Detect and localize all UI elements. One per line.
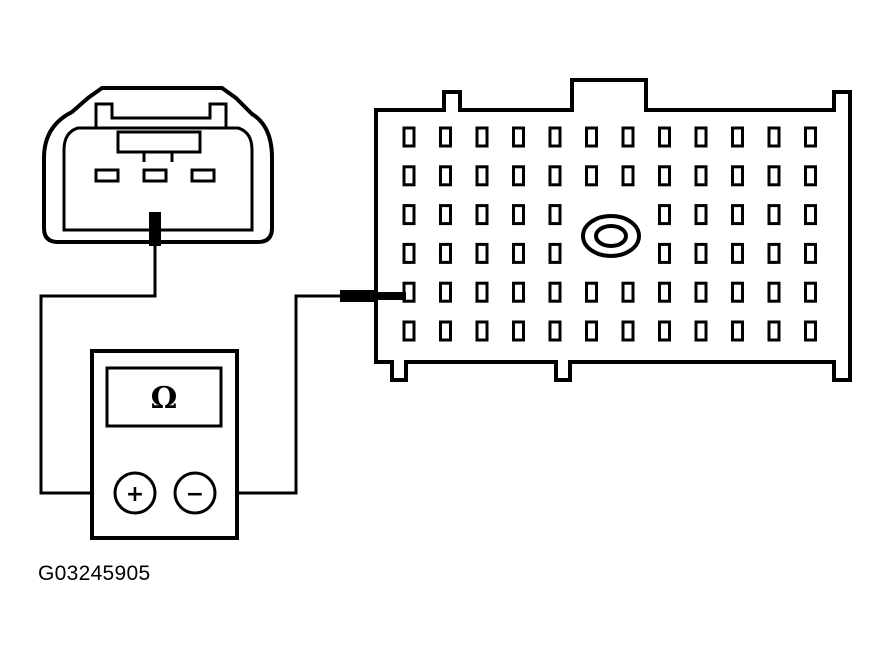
sensor-connector-latch-tab <box>116 130 202 154</box>
module-pin-cavity <box>731 242 744 264</box>
module-pin-cavity <box>439 281 452 303</box>
module-pin-cavity <box>694 126 708 148</box>
module-pin-cavity <box>402 204 416 226</box>
module-pin-cavity <box>658 165 671 187</box>
module-pin-grid <box>402 126 817 342</box>
module-pin-cavity <box>767 281 781 303</box>
module-pin-cavity <box>475 165 489 187</box>
module-pin-cavity <box>548 281 562 303</box>
module-pin-cavity <box>585 281 598 303</box>
module-pin-cavity <box>804 320 817 342</box>
positive-terminal <box>113 471 157 515</box>
module-pin-cavity <box>767 242 781 264</box>
module-pin-cavity <box>731 165 744 187</box>
negative-terminal-label: − <box>186 482 204 507</box>
module-pin-cavity <box>694 204 708 226</box>
module-pin-cavity <box>694 320 708 342</box>
module-pin-cavity <box>804 204 817 226</box>
module-pin-cavity <box>548 204 562 226</box>
negative-probe-tip <box>340 290 376 302</box>
module-pin-cavity <box>512 126 525 148</box>
module-pin-cavity <box>512 204 525 226</box>
module-pin-cavity <box>439 126 452 148</box>
sensor-pin-2 <box>142 168 168 183</box>
module-pin-cavity <box>694 281 708 303</box>
module-pin-cavity <box>767 204 781 226</box>
module-pin-cavity <box>804 242 817 264</box>
figure-id: G03245905 <box>38 562 151 585</box>
module-pin-cavity <box>402 126 416 148</box>
module-pin-cavity <box>621 165 635 187</box>
module-pin-cavity <box>548 126 562 148</box>
module-pin-cavity <box>512 281 525 303</box>
module-pin-cavity <box>439 165 452 187</box>
module-pin-cavity <box>658 320 671 342</box>
module-pin-cavity <box>475 204 489 226</box>
module-pin-cavity <box>621 320 635 342</box>
module-pin-cavity <box>694 165 708 187</box>
alignment-ring-inner <box>594 224 628 248</box>
positive-lead <box>39 246 157 495</box>
sensor-connector-inner-wall <box>62 126 254 232</box>
positive-probe-tip <box>149 212 161 246</box>
module-pin-cavity <box>731 281 744 303</box>
module-pin-cavity <box>804 126 817 148</box>
module-pin-cavity <box>475 126 489 148</box>
module-pin-cavity <box>402 242 416 264</box>
sensor-pin-1 <box>94 168 120 183</box>
module-pin-cavity <box>402 320 416 342</box>
sensor-connector <box>42 86 274 244</box>
module-pin-cavity <box>475 281 489 303</box>
module-pin-cavity <box>402 165 416 187</box>
module-pin-cavity <box>439 242 452 264</box>
module-pin-cavity <box>767 126 781 148</box>
module-connector-housing <box>374 78 852 382</box>
module-pin-cavity <box>585 320 598 342</box>
negative-terminal <box>173 471 217 515</box>
alignment-ring-outer <box>581 214 641 258</box>
module-pin-cavity <box>658 126 671 148</box>
ohmmeter-display <box>105 366 223 428</box>
module-pin-cavity <box>548 242 562 264</box>
module-pin-cavity <box>512 165 525 187</box>
module-pin-cavity <box>731 126 744 148</box>
module-connector <box>374 78 852 382</box>
ohm-symbol: Ω <box>151 381 178 416</box>
module-pin-cavity <box>621 126 635 148</box>
module-pin-cavity <box>658 204 671 226</box>
module-pin-cavity <box>658 281 671 303</box>
sensor-connector-housing <box>42 86 274 244</box>
module-pin-cavity <box>512 320 525 342</box>
module-pin-cavity <box>439 320 452 342</box>
module-pin-cavity <box>548 165 562 187</box>
sensor-pin-3 <box>190 168 216 183</box>
module-pin-cavity <box>658 242 671 264</box>
positive-terminal-label: + <box>126 482 144 507</box>
module-pin-cavity <box>767 165 781 187</box>
module-pin-cavity <box>585 126 598 148</box>
module-pin-cavity <box>804 281 817 303</box>
module-pin-cavity <box>512 242 525 264</box>
module-pin-cavity <box>475 242 489 264</box>
test-leads <box>39 246 343 495</box>
module-pin-cavity <box>439 204 452 226</box>
module-pin-cavity <box>585 165 598 187</box>
sensor-connector-latch <box>94 102 228 128</box>
module-pin-cavity <box>694 242 708 264</box>
module-pin-cavity <box>548 320 562 342</box>
module-pin-cavity <box>621 281 635 303</box>
ohmmeter: Ω + − <box>90 349 239 540</box>
module-pin-cavity <box>731 204 744 226</box>
module-pin-cavity <box>804 165 817 187</box>
module-pin-cavity <box>731 320 744 342</box>
module-pin-cavity <box>767 320 781 342</box>
module-pin-cavity <box>475 320 489 342</box>
negative-lead <box>214 294 343 495</box>
